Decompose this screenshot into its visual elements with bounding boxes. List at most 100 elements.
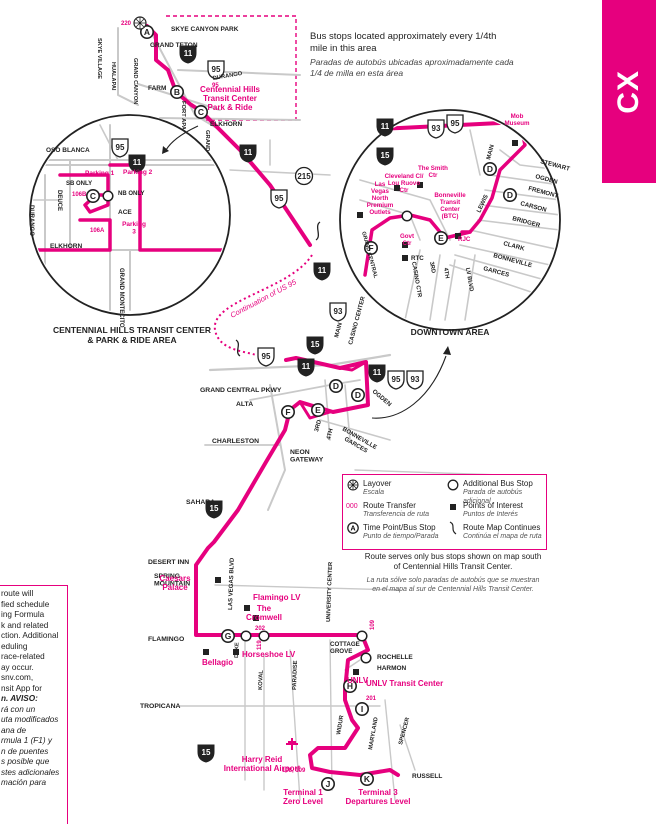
timepoint-j-marker	[320, 776, 335, 791]
timepoint-d-marker	[482, 162, 497, 177]
dt-bonneville	[454, 254, 546, 281]
interstate-shield-15	[205, 500, 223, 519]
timepoint-h-marker	[342, 678, 357, 693]
service-area-outline	[166, 15, 297, 121]
poi-flamingo-lv	[244, 605, 250, 611]
dt-stop-f: F	[368, 243, 373, 253]
label-harmon: HARMON	[377, 665, 407, 672]
highway-shield-11: 11	[297, 358, 315, 377]
shield-label-93: 93	[432, 124, 441, 133]
label-casino-center: CASINO CENTER	[348, 295, 367, 345]
ci-additional-stop	[102, 190, 114, 202]
dt-garces	[449, 264, 541, 296]
label-maryland: MARYLAND	[368, 717, 380, 750]
route-continuation-dotted	[213, 254, 313, 361]
label-main: MAIN	[334, 322, 344, 338]
ci-label-deuce: DEUCE	[56, 190, 62, 211]
street-spring-mountain	[214, 584, 401, 591]
label-ogden: OGDEN	[371, 388, 393, 408]
service-advisory-box: route will fied schedule ing Formula k a…	[0, 585, 68, 824]
dt-poi-rtc	[402, 255, 408, 261]
highway-shield-15: 15	[197, 744, 215, 763]
highway-shield-11: 11	[376, 118, 394, 137]
layover-spokes	[134, 17, 146, 29]
label-charleston: CHARLESTON	[212, 438, 259, 445]
street-215	[229, 169, 331, 176]
transfer-109: 109	[370, 619, 376, 630]
label-unlv: UNLV	[347, 676, 369, 685]
stop-b: B	[174, 87, 180, 97]
label-duke: DUKE	[234, 642, 241, 658]
route-cx-south	[194, 356, 400, 777]
stop-i: I	[361, 704, 363, 714]
label-university-center: UNIVERSITY CENTER	[326, 561, 334, 622]
highway-shield-95: 95	[270, 189, 288, 209]
centennial-inset-caption: CENTENNIAL HILLS TRANSIT CENTER & PARK &…	[52, 325, 212, 345]
street-spencer	[399, 724, 416, 771]
shield-label-11: 11	[302, 362, 311, 371]
route-id: CX	[612, 69, 645, 114]
shield-label-11: 11	[133, 158, 142, 167]
interstate-shield-11	[239, 144, 257, 163]
us-shield-95	[387, 370, 405, 390]
label-grand-canyon: GRAND CANYON	[132, 58, 138, 104]
shield-label-11: 11	[184, 49, 193, 58]
stop-e-main: E	[315, 405, 321, 415]
us-shield-95	[446, 114, 464, 134]
dt-3rd	[429, 254, 441, 321]
layover-icon	[347, 479, 359, 491]
timepoint-d-marker	[502, 188, 517, 203]
dt-stop-e: E	[438, 233, 444, 243]
shield-label-95: 95	[275, 194, 284, 203]
interstate-shield-11	[368, 364, 386, 383]
street-maryland	[384, 699, 396, 801]
street-paradise	[289, 649, 301, 801]
ci-route-west	[32, 218, 112, 252]
dt-label-rtc: RTC	[411, 255, 424, 262]
downtown-inset-caption: DOWNTOWN AREA	[410, 327, 490, 337]
dt-lewis	[469, 229, 558, 251]
dt-fremont	[484, 189, 558, 201]
label-spencer: SPENCER	[398, 716, 411, 745]
state-shield-215	[294, 166, 314, 186]
interstate-shield-15	[197, 744, 215, 763]
label-flamingo: FLAMINGO	[148, 636, 184, 643]
shield-label-15: 15	[381, 151, 390, 160]
poi-unlv	[353, 669, 359, 675]
dt-4th	[444, 259, 456, 321]
highway-shield-15: 15	[376, 147, 394, 166]
shield-label-11: 11	[318, 266, 327, 275]
dt-label-rjc: RJC	[458, 236, 471, 243]
transfer-119: 119	[257, 640, 263, 650]
label-grand-central: GRAND CENTRAL PKWY	[200, 387, 282, 394]
label-rochelle: ROCHELLE	[377, 654, 413, 661]
label-desert-inn: DESERT INN	[148, 559, 189, 566]
route-continues-mark-south	[235, 339, 241, 357]
highway-shield-15: 15	[205, 500, 223, 519]
poi-bellagio	[203, 649, 209, 655]
dt-bridger	[477, 219, 558, 231]
additional-stop-duke	[240, 630, 252, 642]
dt-pointer-head	[443, 346, 451, 355]
label-russell: RUSSELL	[412, 773, 442, 780]
label-elkhorn: ELKHORN	[210, 121, 242, 128]
label-flamingo-lv: Flamingo LV	[253, 593, 301, 602]
shield-label-15: 15	[311, 340, 320, 349]
timepoint-i-marker	[354, 701, 369, 716]
label-hualapai: HUALAPAI	[110, 62, 116, 91]
highway-shield-93: 93	[427, 119, 445, 139]
highway-shield-11: 11	[313, 262, 331, 281]
stop-k: K	[364, 774, 371, 784]
dt-casino-ctr	[404, 249, 421, 321]
route-transfer-symbol: 000	[346, 503, 358, 510]
shield-label-11: 11	[373, 368, 382, 377]
